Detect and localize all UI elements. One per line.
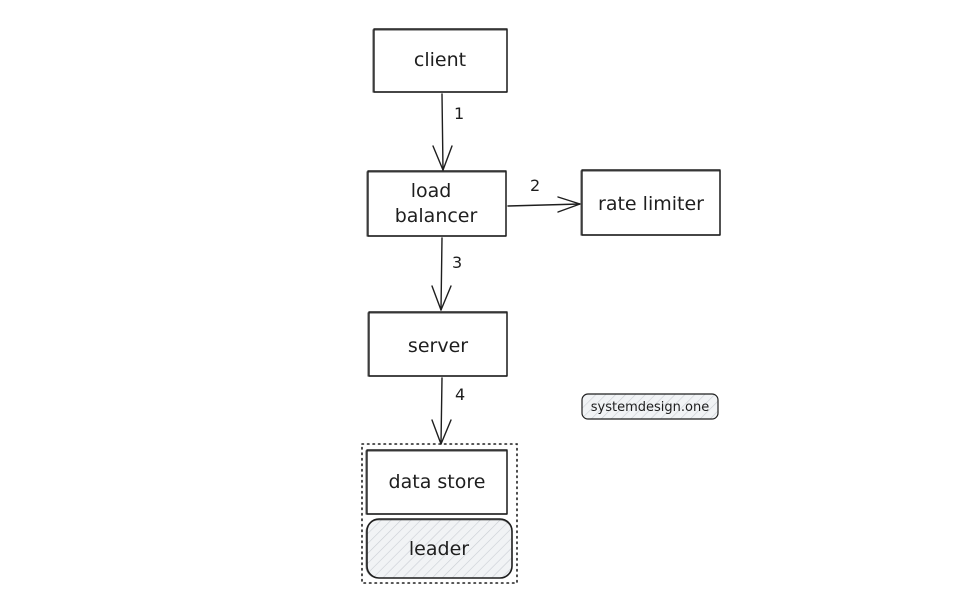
load-balancer-label-line1: load [411,180,452,202]
server-node: server [367,311,508,377]
watermark-text: systemdesign.one [591,400,709,415]
load-balancer-node: load balancer [366,170,507,237]
client-node: client [372,28,508,93]
watermark-badge: systemdesign.one [581,393,719,420]
data-store-label: data store [389,471,486,493]
edge-client-to-load-balancer: 1 [432,93,464,171]
data-store-node: data store [365,449,508,515]
leader-node: leader [365,518,513,579]
data-store-cluster-boundary [361,443,518,584]
edge-label-2: 2 [530,176,540,195]
edge-load-balancer-to-server: 3 [431,237,462,311]
load-balancer-label-line2: balancer [395,205,478,227]
rate-limiter-label: rate limiter [598,193,704,215]
server-label: server [408,335,468,357]
edge-label-1: 1 [454,104,464,123]
edge-load-balancer-to-rate-limiter: 2 [507,176,581,213]
client-label: client [414,49,466,71]
leader-label: leader [409,538,469,560]
edge-label-4: 4 [455,385,465,404]
rate-limiter-node: rate limiter [580,169,721,236]
edge-label-3: 3 [452,253,462,272]
edge-server-to-data-store: 4 [431,377,465,445]
